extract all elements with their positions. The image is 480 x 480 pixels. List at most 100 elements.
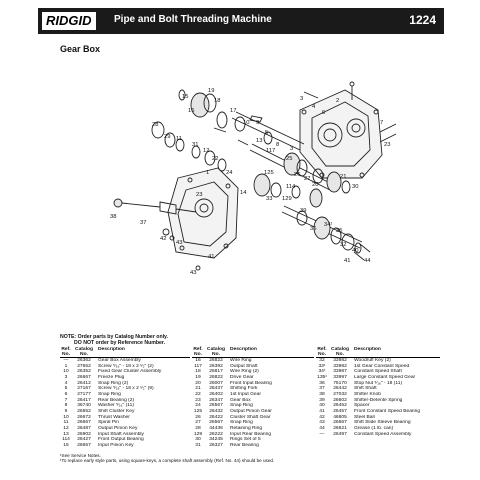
- ref-cell: 135¹: [317, 374, 327, 380]
- callout-label: 30: [352, 184, 358, 190]
- parts-column-3: Ref. No. Catalog No. Description 32 33982…: [316, 347, 440, 437]
- description-cell: Input Rear Bearing: [230, 431, 272, 437]
- brand-logo: RIDGID: [42, 12, 96, 30]
- bolts: [195, 91, 397, 271]
- description-cell: Output Pinion Key: [98, 425, 138, 431]
- ref-cell: 19: [195, 374, 201, 380]
- description-cell: Shifter-Detente Spring: [354, 397, 403, 403]
- ref-cell: —: [319, 431, 325, 437]
- callout-label: 38: [110, 214, 116, 220]
- ref-cell: 38: [319, 391, 325, 397]
- catalog-cell: 27032: [333, 391, 347, 397]
- callout-label: 31: [192, 142, 198, 148]
- order-notes: NOTE: Order parts by Catalog Number only…: [60, 334, 168, 346]
- catalog-cell: 26417: [77, 397, 91, 403]
- footnotes: ¹See Service Notes. ¹To replace early st…: [60, 453, 274, 464]
- ref-cell: 39: [319, 397, 325, 403]
- description-cell: Spiral Pin: [98, 420, 119, 426]
- callout-label: 129: [282, 196, 292, 202]
- description-cell: Gear Box: [230, 397, 251, 403]
- callout-label: 21: [340, 174, 346, 180]
- callout-label: 14: [240, 190, 247, 196]
- description-cell: 1st Input Gear: [230, 391, 261, 397]
- catalog-cell: 26667: [333, 420, 347, 426]
- catalog-cell: 26602: [333, 397, 347, 403]
- description-cell: Fixed Gear Cluster Assembly: [98, 369, 162, 375]
- ref-cell: 20: [195, 380, 201, 386]
- catalog-cell: 34245: [209, 437, 223, 443]
- ref-cell: 44: [319, 425, 325, 431]
- ref-cell: 33¹: [318, 363, 326, 369]
- catalog-cell: 26432: [209, 408, 223, 414]
- callout-label: 125: [264, 170, 274, 176]
- cluster-gears: [253, 173, 323, 208]
- ref-cell: 27: [195, 420, 201, 426]
- catalog-cell: 26437: [209, 386, 223, 392]
- callout-label: 43: [190, 270, 196, 276]
- catalog-cell: 26497: [333, 431, 347, 437]
- description-cell: Output Pinion Gear: [230, 408, 272, 414]
- callout-label: 5: [265, 130, 268, 136]
- description-cell: Input Shaft Assembly: [98, 431, 144, 437]
- ref-cell: 42: [319, 414, 325, 420]
- ref-cell: 26: [195, 414, 201, 420]
- callout-label: 9: [256, 120, 259, 126]
- callout-label: 4: [312, 104, 316, 110]
- upper-small-parts: [213, 81, 355, 146]
- description-cell: Snap Ring: [230, 420, 253, 426]
- ref-cell: 43: [319, 420, 325, 426]
- catalog-cell: 33987: [333, 369, 347, 375]
- ref-cell: 41: [319, 408, 325, 414]
- model-number: 1224: [409, 13, 436, 27]
- catalog-cell: 26452: [333, 403, 347, 409]
- catalog-cell: 27177: [77, 391, 91, 397]
- section-title: Gear Box: [60, 44, 101, 54]
- table-row: 39 26602 Shifter-Detente Spring: [316, 398, 440, 404]
- left-bearing-stack: [151, 121, 227, 172]
- description-cell: Rear Bearing (2): [98, 397, 135, 403]
- description-cell: Grease (1 lb. can): [354, 425, 394, 431]
- description-cell: Constant Speed Assembly: [354, 431, 412, 437]
- table-header: Ref. No. Catalog No. Description: [192, 347, 314, 358]
- catalog-cell: 26412: [77, 380, 91, 386]
- ref-cell: 9: [64, 408, 68, 414]
- ref-cell: 24: [195, 403, 201, 409]
- ref-cell: 13: [63, 431, 69, 437]
- ref-cell: 32: [319, 358, 325, 363]
- callout-label: 20: [312, 182, 318, 188]
- callout-label: 19: [208, 88, 214, 94]
- catalog-cell: 26457: [333, 408, 347, 414]
- ref-cell: 37: [319, 386, 325, 392]
- ref-cell: 28: [195, 425, 201, 431]
- table-header: Ref. No. Catalog No. Description: [316, 347, 440, 358]
- catalog-cell: 26442: [333, 386, 347, 392]
- catalog-cell: 33997: [333, 374, 347, 380]
- ref-cell: 34¹: [318, 369, 326, 375]
- ref-cell: —: [63, 358, 69, 363]
- ref-cell: 6: [64, 391, 68, 397]
- catalog-cell: 33982: [333, 363, 347, 369]
- output-shaft: [249, 143, 351, 194]
- catalog-cell: 26567: [209, 420, 223, 426]
- callout-label: 117: [266, 148, 275, 154]
- callout-label: 114: [286, 184, 296, 190]
- description-cell: Wire Ring (2): [230, 369, 259, 375]
- description-cell: Rear Bearing: [230, 442, 259, 448]
- catalog-cell: 26422: [209, 414, 223, 420]
